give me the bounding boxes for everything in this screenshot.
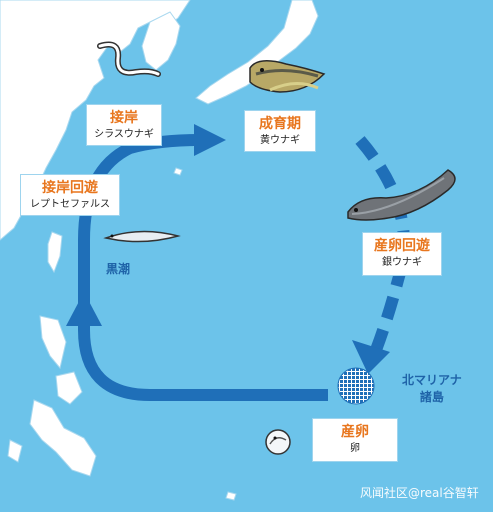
yellow-eel-illustration <box>249 60 326 93</box>
ryukyu-islet <box>173 167 183 176</box>
stage-title: 成育期 <box>259 116 301 132</box>
islands-label-line2: 諸島 <box>419 390 444 404</box>
philippines-south <box>29 399 97 477</box>
leptocephalus-illustration <box>103 230 181 243</box>
glass-eel-illustration <box>97 41 161 77</box>
stage-title: 産卵回遊 <box>374 238 430 254</box>
watermark: 风闻社区@real谷智轩 <box>360 486 479 500</box>
philippines-central <box>55 371 83 405</box>
stage-coastal-arrival-label: 接岸 シラスウナギ <box>86 104 162 146</box>
philippines-north <box>39 315 67 370</box>
korean-peninsula <box>141 11 181 71</box>
stage-coastal-migration-label: 接岸回遊 レプトセファルス <box>20 174 120 216</box>
stage-title: 接岸回遊 <box>42 180 98 196</box>
stage-spawning-label: 産卵 卵 <box>312 418 398 462</box>
stage-subtitle: 卵 <box>350 443 360 454</box>
arrow-head-up <box>66 292 102 326</box>
arrow-head-right <box>194 124 226 156</box>
philippines-islet <box>7 439 23 463</box>
taiwan-island <box>47 231 63 274</box>
stage-subtitle: 銀ウナギ <box>382 257 422 268</box>
stage-subtitle: レプトセファルス <box>30 199 110 210</box>
stage-title: 接岸 <box>110 110 138 126</box>
spawning-arrow-head <box>352 340 390 374</box>
silver-eel-illustration <box>347 169 456 221</box>
spawning-ground-grid <box>337 367 375 405</box>
stage-title: 産卵 <box>341 424 369 440</box>
stage-subtitle: シラスウナギ <box>94 129 154 140</box>
stage-subtitle: 黄ウナギ <box>260 135 300 146</box>
stage-growth-label: 成育期 黄ウナギ <box>244 110 316 152</box>
islands-label-line1: 北マリアナ <box>402 373 462 387</box>
egg-illustration <box>265 429 291 455</box>
japan-island <box>195 0 319 105</box>
kuroshio-current-label: 黒潮 <box>106 262 131 276</box>
stage-spawning-migration-label: 産卵回遊 銀ウナギ <box>362 232 442 276</box>
islet <box>225 491 237 501</box>
northern-mariana-islands-label: 北マリアナ 諸島 <box>402 372 462 406</box>
